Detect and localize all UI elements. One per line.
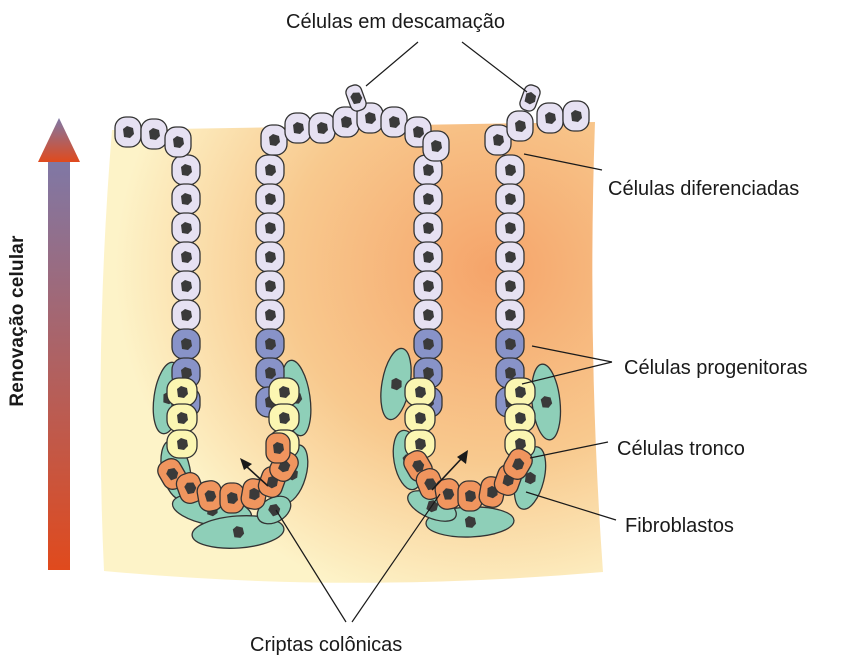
differentiated-cell <box>172 184 200 214</box>
stem-cell <box>220 483 244 513</box>
differentiated-cell <box>333 107 359 137</box>
differentiated-cell <box>414 184 442 214</box>
differentiated-cell <box>496 300 524 330</box>
differentiated-cell <box>256 213 284 243</box>
label-colonic-crypts: Criptas colônicas <box>250 633 402 657</box>
differentiated-cell <box>165 127 191 157</box>
differentiated-cell <box>414 300 442 330</box>
differentiated-cell <box>496 155 524 185</box>
differentiated-cell <box>172 242 200 272</box>
differentiated-cell <box>414 213 442 243</box>
stem-cell <box>458 481 482 511</box>
differentiated-cell <box>141 119 167 149</box>
differentiated-cell <box>496 271 524 301</box>
differentiated-cell <box>496 184 524 214</box>
differentiated-cell <box>285 113 311 143</box>
label-stem-cells: Células tronco <box>617 437 745 461</box>
axis-label-cell-renewal: Renovação celular <box>7 181 29 461</box>
differentiated-cell <box>256 155 284 185</box>
stem-cell <box>266 433 290 463</box>
differentiated-cell <box>256 184 284 214</box>
label-differentiated-cells: Células diferenciadas <box>608 177 799 201</box>
differentiated-cell <box>256 242 284 272</box>
leader-desquamation-left <box>366 42 418 86</box>
transit-cell <box>269 378 299 406</box>
progenitor-cell <box>496 329 524 359</box>
label-fibroblasts: Fibroblastos <box>625 514 734 538</box>
differentiated-cell <box>507 111 533 141</box>
differentiated-cell <box>496 213 524 243</box>
differentiated-cell <box>172 300 200 330</box>
progenitor-cell <box>256 329 284 359</box>
transit-cell <box>405 378 435 406</box>
differentiated-cell <box>172 213 200 243</box>
leader-desquamation-right <box>462 42 527 92</box>
differentiated-cell <box>537 103 563 133</box>
differentiated-cell <box>563 101 589 131</box>
differentiated-cell <box>256 271 284 301</box>
differentiated-cell <box>414 242 442 272</box>
differentiated-cell <box>423 131 449 161</box>
progenitor-cell <box>414 329 442 359</box>
label-desquamating-cells: Células em descamação <box>286 10 505 34</box>
differentiated-cell <box>115 117 141 147</box>
label-progenitor-cells: Células progenitoras <box>624 356 807 380</box>
differentiated-cell <box>496 242 524 272</box>
transit-cell <box>405 404 435 432</box>
transit-cell <box>269 404 299 432</box>
differentiated-cell <box>261 125 287 155</box>
transit-cell <box>505 404 535 432</box>
transit-cell <box>167 378 197 406</box>
differentiated-cell <box>172 271 200 301</box>
differentiated-cell <box>172 155 200 185</box>
renewal-arrow <box>38 118 80 570</box>
progenitor-cell <box>172 329 200 359</box>
transit-cell <box>167 430 197 458</box>
differentiated-cell <box>309 113 335 143</box>
differentiated-cell <box>256 300 284 330</box>
differentiated-cell <box>414 271 442 301</box>
transit-cell <box>167 404 197 432</box>
differentiated-cell <box>381 107 407 137</box>
